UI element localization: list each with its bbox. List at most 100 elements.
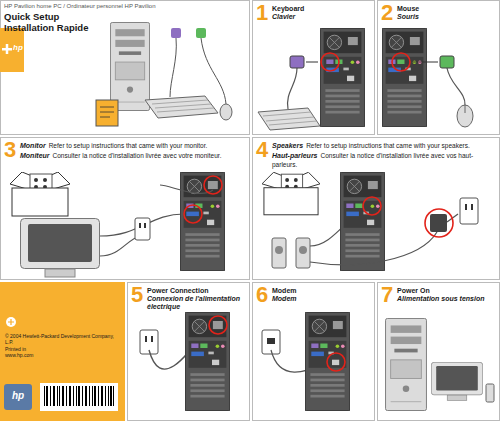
- step-number: 4: [256, 139, 268, 161]
- bar: [98, 386, 99, 406]
- speaker-cone: [275, 246, 283, 254]
- bar: [92, 386, 93, 406]
- barcode: [44, 386, 114, 406]
- insert-arrow: [306, 62, 318, 63]
- plus-sign: [6, 44, 9, 54]
- outlet-slot: [465, 204, 467, 210]
- monitor-power-cord: [100, 236, 140, 256]
- text-column: © 2004 Hewlett-Packard Development Compa…: [5, 334, 117, 360]
- bar: [108, 386, 109, 406]
- instruction-text: Refer to setup instructions that came wi…: [49, 142, 208, 149]
- adapter-cable: [310, 232, 437, 265]
- highlight-circle: [425, 209, 453, 237]
- text-column: Power OnAlimentation sous tension: [397, 287, 496, 303]
- step-title: Moniteur: [20, 152, 50, 159]
- keyboard-cable: [288, 68, 297, 109]
- step-panel: 3MonitorRefer to setup instructions that…: [0, 137, 250, 280]
- bar: [66, 386, 67, 406]
- speaker: [272, 238, 286, 268]
- text-column: KeyboardClavier: [272, 5, 371, 21]
- panel: [378, 283, 500, 421]
- step-title: Keyboard: [272, 5, 371, 13]
- monitor: [21, 219, 100, 278]
- step-panel: 4 SpeakersRefer to setup instructions tha…: [252, 137, 500, 280]
- insert-arrow: [412, 62, 438, 63]
- step-title-fr: Clavier: [272, 13, 371, 21]
- product-line: HP Pavilion home PC / Ordinateur personn…: [4, 3, 156, 10]
- hp-logo-text: hp: [4, 391, 32, 401]
- mouse-cable: [447, 68, 465, 105]
- bar: [78, 386, 80, 406]
- panel: [253, 1, 375, 135]
- bar: [53, 386, 55, 406]
- highlight-circle: [321, 53, 339, 71]
- panel: [1, 1, 250, 135]
- mouse-cable: [201, 38, 226, 104]
- instruction-line: MoniteurConsulter la notice d'installati…: [20, 152, 246, 160]
- speaker-cone: [299, 246, 307, 254]
- mouse: [457, 105, 473, 127]
- step-number: 2: [381, 2, 393, 24]
- step-number: 6: [256, 284, 268, 306]
- panel: [128, 283, 250, 421]
- imprint-line: © 2004 Hewlett-Packard Development Compa…: [5, 334, 117, 346]
- step-title: Power Connection: [147, 287, 246, 295]
- step-panel: 7Power OnAlimentation sous tension: [377, 282, 500, 421]
- booklet-lines: [100, 107, 114, 117]
- bar: [62, 386, 64, 406]
- setup-booklet: [96, 100, 118, 126]
- imprint-line: www.hp.com: [5, 353, 117, 359]
- instruction-text: Refer to setup instructions that came wi…: [306, 142, 470, 149]
- pc-tower-back: [180, 172, 225, 271]
- hp-mark-plus: [8, 319, 14, 325]
- bar: [44, 386, 45, 406]
- speaker-box: [262, 172, 320, 215]
- barcode-ground: [40, 383, 118, 411]
- instruction-line: SpeakersRefer to setup instructions that…: [272, 142, 496, 150]
- highlight-circle: [204, 176, 222, 194]
- text-column: HP Pavilion home PC / Ordinateur personn…: [4, 3, 156, 34]
- bar: [69, 386, 71, 406]
- step-panel: 2MouseSouris: [377, 0, 500, 135]
- step-title-fr: Modem: [272, 295, 371, 303]
- step-number: 1: [256, 2, 268, 24]
- step-number: 5: [131, 284, 143, 306]
- instruction-text: Consulter la notice d'installation livré…: [53, 152, 222, 159]
- hp-logo-text: hp: [12, 44, 24, 52]
- keyboard: [258, 108, 320, 130]
- pc-tower: [386, 318, 427, 410]
- monitor-box: [10, 172, 70, 216]
- imprint-line: Printed in: [5, 347, 117, 353]
- hp-logo: [4, 384, 32, 410]
- hp-tab: [0, 28, 24, 72]
- bar: [50, 386, 51, 406]
- bar: [59, 386, 60, 406]
- speaker: [486, 384, 494, 402]
- text-column: SpeakersRefer to setup instructions that…: [272, 142, 496, 171]
- step-panel: 6ModemModem: [252, 282, 375, 421]
- step-title: Mouse: [397, 5, 496, 13]
- pc-tower-back: [320, 28, 365, 127]
- monitor: [431, 362, 482, 400]
- instruction-line: Haut-parleursConsulter la notice d'insta…: [272, 152, 496, 168]
- highlight-circle: [209, 316, 227, 334]
- highlight-circle: [363, 197, 381, 215]
- text-column: ModemModem: [272, 287, 371, 303]
- bar: [105, 386, 106, 406]
- step-title-fr: Connexion de l'alimentation électrique: [147, 295, 246, 311]
- keyboard-plug: [290, 56, 304, 68]
- bar: [94, 386, 96, 406]
- panel: [1, 138, 250, 280]
- panel: [253, 138, 500, 280]
- bar: [101, 386, 103, 406]
- key-rows: [152, 100, 214, 112]
- step-panel: 5 Power ConnectionConnexion de l'alimenta…: [127, 282, 250, 421]
- bar: [76, 386, 77, 406]
- bar: [46, 386, 48, 406]
- mouse-button-line: [465, 105, 466, 113]
- speaker: [296, 238, 310, 268]
- pc-tower: [110, 23, 149, 111]
- step-title: Power On: [397, 287, 496, 295]
- title-panel: HP Pavilion home PC / Ordinateur personn…: [0, 0, 250, 135]
